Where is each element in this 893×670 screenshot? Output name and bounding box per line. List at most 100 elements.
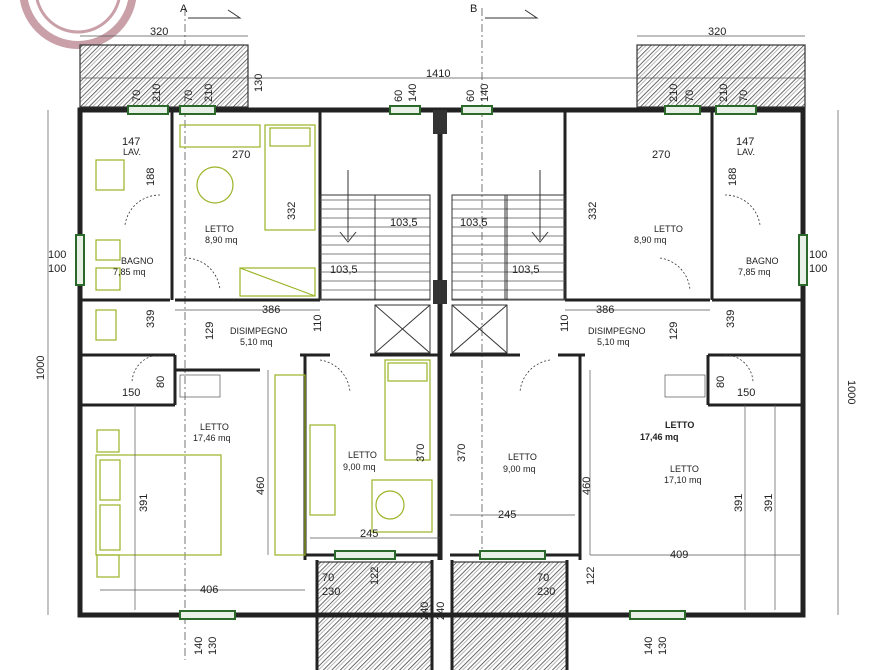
dim-130-top: 130	[253, 74, 265, 92]
dim-100b: 100	[48, 263, 66, 275]
dim-391-c: 391	[763, 494, 775, 512]
dim-409: 409	[670, 549, 688, 561]
dim-210a: 210	[151, 84, 163, 102]
dim-332-right: 332	[587, 202, 599, 220]
dim-1410: 1410	[426, 68, 450, 80]
dim-129-left: 129	[204, 322, 216, 340]
room-letto-br1-area: 17,46 mq	[640, 432, 679, 442]
room-disimpegno-l-name: DISIMPEGNO	[230, 326, 288, 336]
dim-140c: 140	[193, 637, 205, 655]
dim-80-left: 80	[155, 376, 167, 388]
room-disimpegno-l-area: 5,10 mq	[240, 337, 273, 347]
room-bagno-r-name: BAGNO	[746, 256, 779, 266]
dim-245-left: 245	[360, 528, 378, 540]
dim-386-right: 386	[596, 304, 614, 316]
dim-1035c: 103,5	[460, 217, 488, 229]
dim-140d: 140	[643, 637, 655, 655]
room-bagno-l-name: BAGNO	[121, 256, 154, 266]
room-letto-tl-area: 8,90 mq	[205, 235, 238, 245]
dim-70f: 70	[537, 572, 549, 584]
dim-245-right: 245	[498, 509, 516, 521]
section-marker-a: A	[180, 3, 242, 660]
room-letto-br2-name: LETTO	[670, 464, 699, 474]
dim-230-right: 230	[537, 586, 555, 598]
room-letto-bcr-name: LETTO	[508, 452, 537, 462]
dim-406: 406	[200, 584, 218, 596]
dim-188-right: 188	[727, 168, 739, 186]
dim-147-left: 147	[122, 136, 140, 148]
doors	[124, 194, 761, 393]
room-letto-bl-name: LETTO	[200, 422, 229, 432]
dim-386-left: 386	[262, 304, 280, 316]
terrace-top-right	[636, 44, 806, 108]
dim-70b: 70	[183, 90, 195, 102]
dim-129-right: 129	[668, 322, 680, 340]
dim-100a: 100	[48, 249, 66, 261]
dim-70c: 70	[684, 90, 696, 102]
dim-460-right: 460	[581, 477, 593, 495]
dim-270-right: 270	[652, 149, 670, 161]
dim-140a: 140	[407, 84, 419, 102]
dim-1000-right: 1000	[845, 380, 857, 404]
dim-320-right: 320	[708, 26, 726, 38]
dim-188-left: 188	[145, 168, 157, 186]
dim-240-right: 240	[435, 602, 447, 620]
dim-391-a: 391	[138, 494, 150, 512]
dim-122b: 122	[585, 567, 597, 585]
windows	[75, 105, 808, 620]
room-letto-br2-area: 17,10 mq	[664, 475, 702, 485]
dim-1035d: 103,5	[512, 264, 540, 276]
dim-210d: 210	[718, 84, 730, 102]
dimension-lines	[47, 35, 839, 615]
dim-370-left: 370	[415, 444, 427, 462]
dim-110-right: 110	[559, 314, 571, 332]
room-letto-tr-name: LETTO	[654, 224, 683, 234]
room-letto-br1-name: LETTO	[665, 420, 694, 430]
walls	[77, 107, 806, 670]
dim-60b: 60	[465, 90, 477, 102]
room-letto-bcl-name: LETTO	[348, 450, 377, 460]
dim-150-left: 150	[122, 387, 140, 399]
dim-130c: 130	[207, 637, 219, 655]
dim-460-left: 460	[255, 477, 267, 495]
dim-147-right: 147	[736, 136, 754, 148]
terrace-top-left	[79, 44, 249, 108]
dim-1000-left: 1000	[35, 356, 47, 380]
staircase	[319, 110, 566, 354]
room-letto-tl-name: LETTO	[205, 224, 234, 234]
dim-210c: 210	[668, 84, 680, 102]
dim-210b: 210	[203, 84, 215, 102]
svg-text:B: B	[470, 3, 477, 15]
dim-130d: 130	[657, 637, 669, 655]
room-letto-bl-area: 17,46 mq	[193, 433, 231, 443]
dim-332-left: 332	[286, 202, 298, 220]
room-letto-bcr-area: 9,00 mq	[503, 464, 536, 474]
dim-140b: 140	[479, 84, 491, 102]
dim-1035b: 103,5	[330, 264, 358, 276]
dim-240-left: 240	[419, 602, 431, 620]
dim-60a: 60	[393, 90, 405, 102]
dim-339-left: 339	[145, 310, 157, 328]
room-letto-bcl-area: 9,00 mq	[343, 462, 376, 472]
dim-339-right: 339	[725, 310, 737, 328]
dim-1035a: 103,5	[390, 217, 418, 229]
dim-270-left: 270	[232, 149, 250, 161]
dim-100c: 100	[809, 249, 827, 261]
dim-80-right: 80	[715, 376, 727, 388]
dim-230-left: 230	[322, 586, 340, 598]
lav-right: LAV.	[737, 147, 755, 157]
logo-mark	[19, 0, 137, 49]
dim-150-right: 150	[737, 387, 755, 399]
dim-70a: 70	[131, 90, 143, 102]
dim-370-right: 370	[456, 444, 468, 462]
dim-391-b: 391	[733, 494, 745, 512]
furniture	[95, 124, 706, 578]
room-letto-tr-area: 8,90 mq	[634, 235, 667, 245]
section-marker-b: B	[470, 3, 539, 660]
dim-320-left: 320	[150, 26, 168, 38]
dim-70d: 70	[738, 90, 750, 102]
svg-text:A: A	[180, 3, 188, 15]
room-disimpegno-r-name: DISIMPEGNO	[588, 326, 646, 336]
dim-100d: 100	[809, 263, 827, 275]
